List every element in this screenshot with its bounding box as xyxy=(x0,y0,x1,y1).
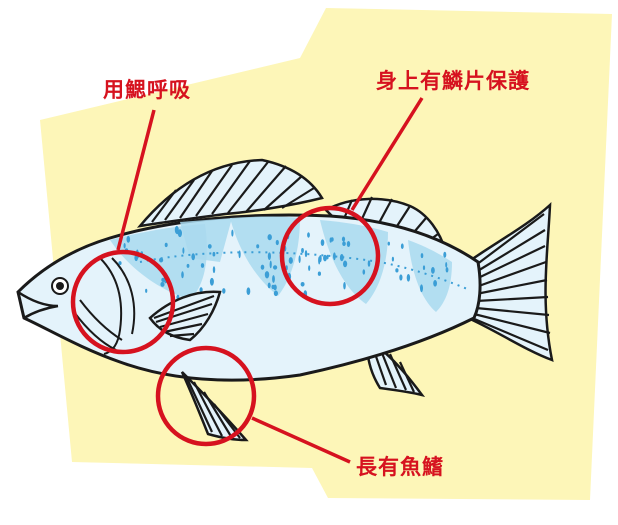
scale-spot xyxy=(207,244,212,249)
scale-spot xyxy=(341,236,346,242)
dorsal-fin-front xyxy=(136,158,324,228)
scale-spot xyxy=(307,232,310,238)
scale-spot xyxy=(267,282,271,289)
scale-spot xyxy=(342,241,346,246)
scale-spot xyxy=(339,254,344,262)
scale-spot xyxy=(272,275,275,283)
scale-spot xyxy=(317,271,321,276)
scale-spot xyxy=(145,288,148,293)
scale-spot xyxy=(387,241,390,246)
scale-spot xyxy=(304,250,308,258)
scale-spot xyxy=(191,253,195,261)
annotation-fins xyxy=(155,345,351,464)
scale-spot xyxy=(343,260,348,268)
tail-fin xyxy=(466,202,554,362)
scale-spot xyxy=(174,225,179,234)
scale-spot xyxy=(400,243,404,249)
scale-spot xyxy=(329,237,332,243)
scale-spot xyxy=(343,282,346,290)
scale-spot xyxy=(212,266,216,274)
scale-spot xyxy=(298,255,301,263)
scale-spot xyxy=(199,287,203,293)
scale-spot xyxy=(256,244,260,249)
scale-spot xyxy=(395,268,399,273)
scale-spot xyxy=(200,263,205,268)
scale-spot xyxy=(422,265,426,271)
scale-spot xyxy=(177,229,182,238)
scale-spot xyxy=(212,251,216,257)
scale-spot xyxy=(267,234,272,241)
scale-spot xyxy=(288,257,293,264)
scale-spot xyxy=(186,263,190,268)
label-gills: 用鰓呼吸 xyxy=(103,78,191,102)
scale-spot xyxy=(420,284,423,293)
lateral-line xyxy=(139,251,471,291)
scale-spot xyxy=(399,274,403,281)
scale-spot xyxy=(323,254,327,262)
scale-spot xyxy=(123,243,126,249)
scale-spot xyxy=(406,274,411,282)
scale-spot xyxy=(271,284,275,290)
scale-spot xyxy=(269,260,272,269)
annotation-scales xyxy=(279,97,424,307)
scale-spot xyxy=(391,256,394,262)
scale-spot xyxy=(362,269,366,275)
scale-spot xyxy=(273,290,278,297)
scale-spot xyxy=(308,265,311,271)
annotation-gills xyxy=(70,109,176,355)
scale-spot xyxy=(333,252,336,261)
scale-spot xyxy=(231,229,234,237)
scale-spot xyxy=(445,267,449,273)
fish-pupil xyxy=(56,282,64,290)
scale-spot xyxy=(445,262,448,268)
scale-spot xyxy=(326,254,329,260)
scale-spot xyxy=(267,252,271,260)
scale-spot xyxy=(181,271,184,279)
scale-spot xyxy=(260,264,265,270)
label-scales: 身上有鱗片保護 xyxy=(376,69,530,93)
scale-spot xyxy=(222,288,226,294)
scale-spot xyxy=(182,247,185,254)
scale-spot xyxy=(300,282,305,287)
scale-spot xyxy=(160,281,165,287)
scale-spot xyxy=(118,261,122,266)
scale-spot xyxy=(273,265,278,270)
scale-spot xyxy=(126,235,131,243)
label-fins: 長有魚鰭 xyxy=(356,455,444,479)
scale-spot xyxy=(431,267,435,274)
scale-spot xyxy=(264,271,270,279)
scale-spot xyxy=(209,277,214,286)
scale-spot xyxy=(443,251,447,258)
scale-spot xyxy=(420,253,424,259)
scale-spot xyxy=(367,260,371,267)
scale-spot xyxy=(164,242,168,248)
scale-spot xyxy=(346,241,351,247)
fish-mouth xyxy=(17,290,59,320)
scale-spot xyxy=(285,265,288,271)
scale-spot xyxy=(301,248,304,253)
scale-spot xyxy=(318,256,321,265)
scale-spot xyxy=(320,239,325,247)
scale-spot xyxy=(433,280,437,287)
scale-spot xyxy=(246,287,251,296)
scale-spot xyxy=(275,239,279,246)
